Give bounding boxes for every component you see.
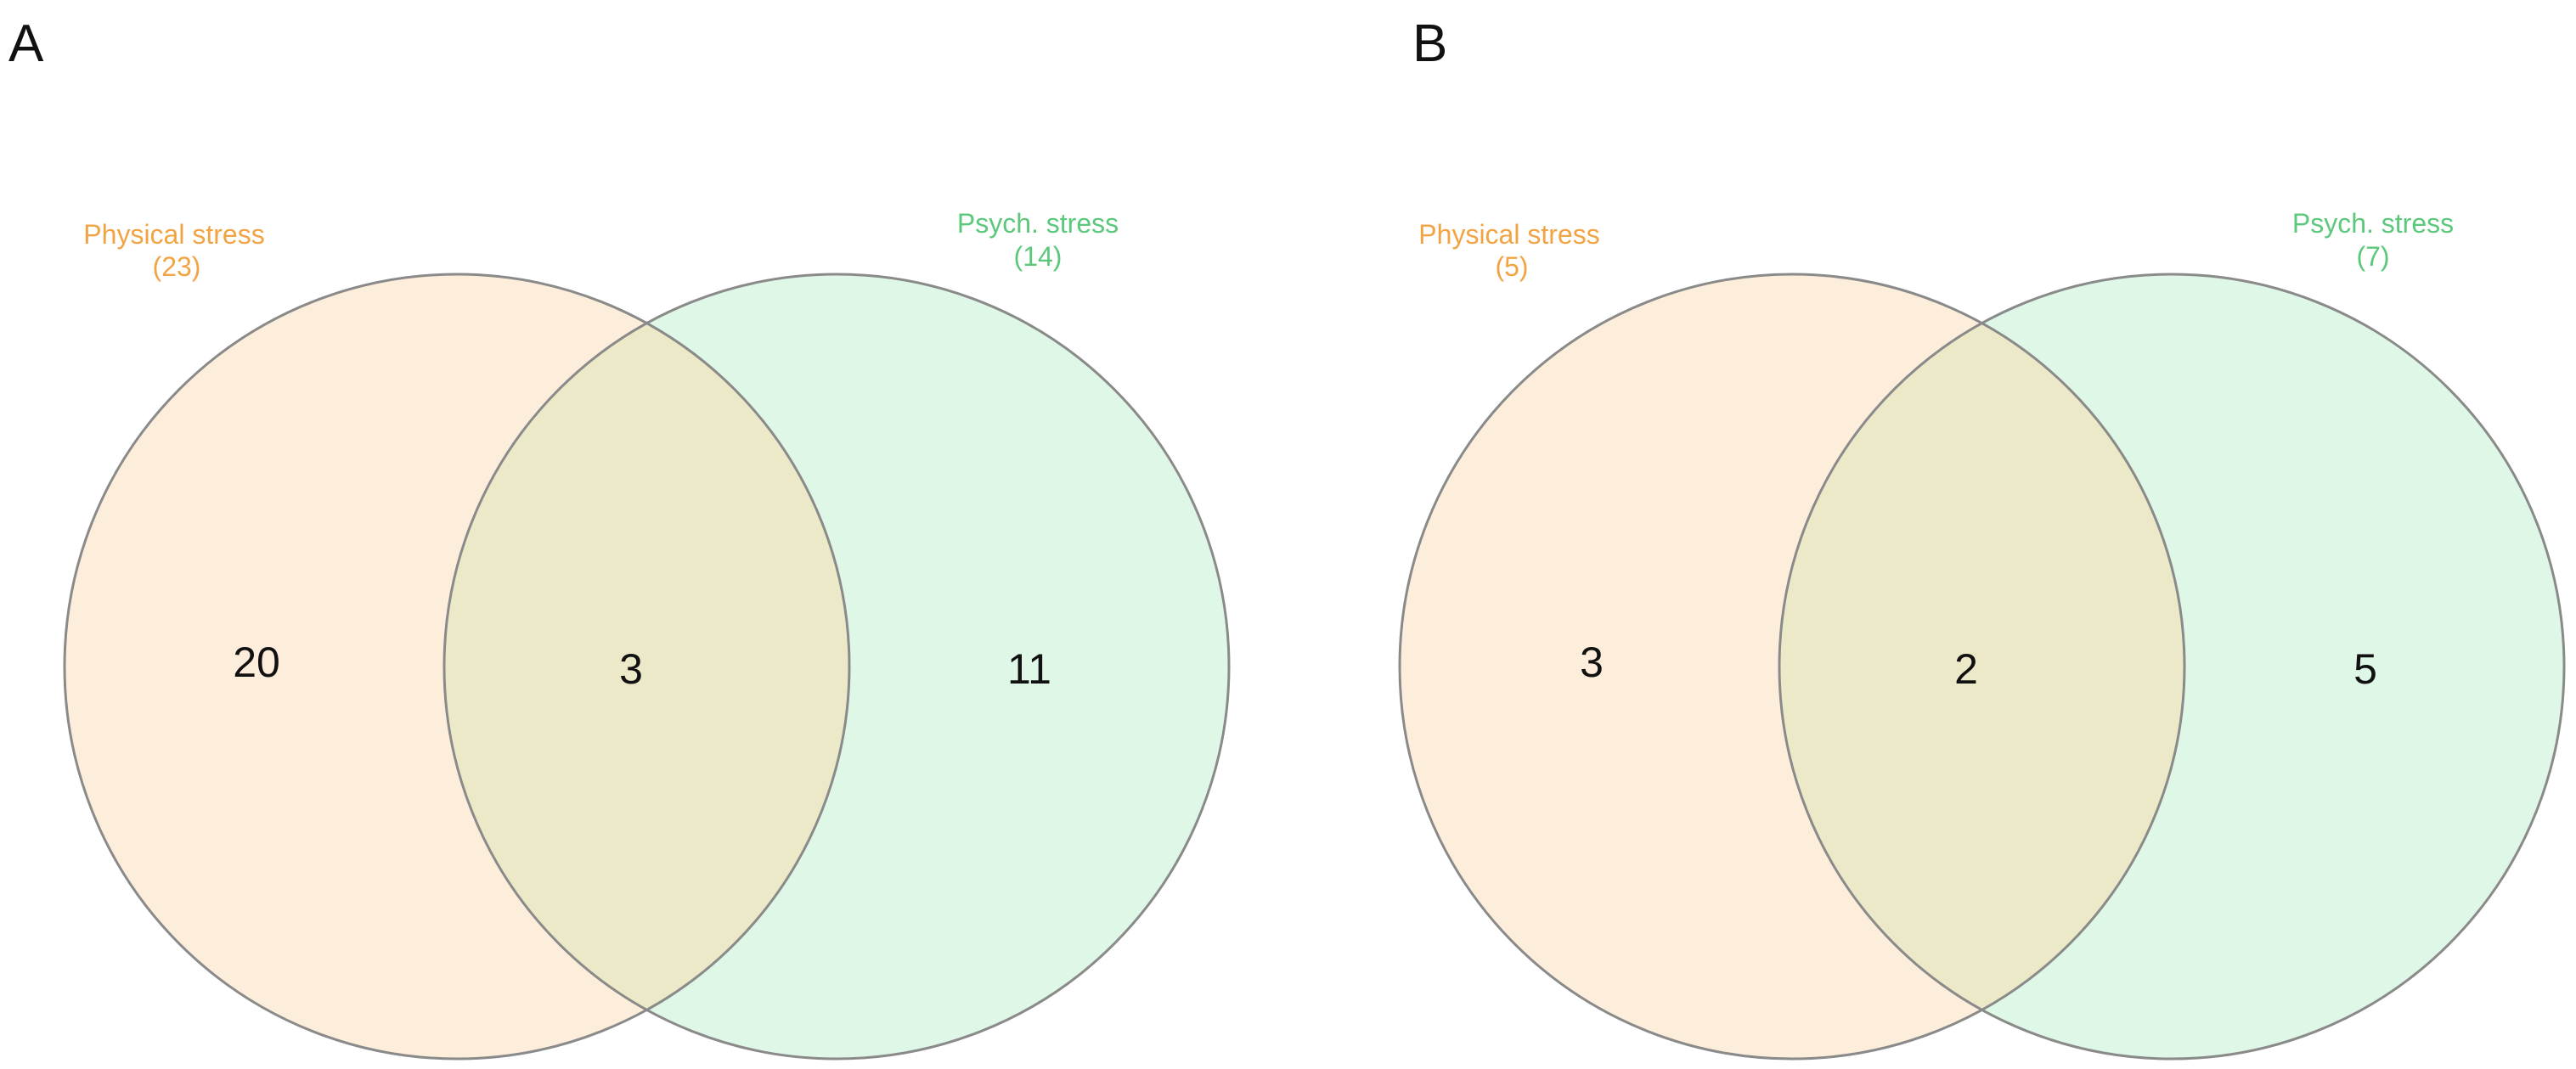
physical-stress-outline: [63, 273, 851, 1061]
physical-stress-total: (23): [153, 251, 201, 282]
only-physical-count: 3: [1580, 639, 1604, 686]
only-psych-count: 5: [2353, 645, 2377, 693]
psych-stress-total: (14): [1014, 241, 1063, 272]
only-physical-count: 20: [233, 639, 280, 686]
psych-stress-label: Psych. stress: [2292, 208, 2454, 239]
overlap-count: 2: [1954, 645, 1978, 693]
only-psych-count: 11: [1007, 645, 1051, 693]
panel-label-b: B: [1412, 14, 1447, 73]
physical-stress-label: Physical stress: [83, 219, 264, 250]
overlap-region: [444, 274, 849, 1059]
physical-stress-total: (5): [1495, 251, 1528, 282]
psych-stress-outline: [1778, 273, 2566, 1061]
physical-stress-outline: [1398, 273, 2186, 1061]
venn-panel-a: A Physical stress (23) Psych. stress (14…: [8, 14, 1231, 1061]
psych-stress-total: (7): [2356, 241, 2389, 272]
venn-panel-b: B Physical stress (5) Psych. stress (7) …: [1398, 14, 2566, 1061]
psych-stress-outline: [442, 273, 1231, 1061]
overlap-count: 3: [619, 645, 643, 693]
physical-stress-label: Physical stress: [1418, 219, 1599, 250]
panel-label-a: A: [8, 14, 44, 73]
overlap-region: [1779, 274, 2184, 1059]
psych-stress-label: Psych. stress: [957, 208, 1119, 239]
